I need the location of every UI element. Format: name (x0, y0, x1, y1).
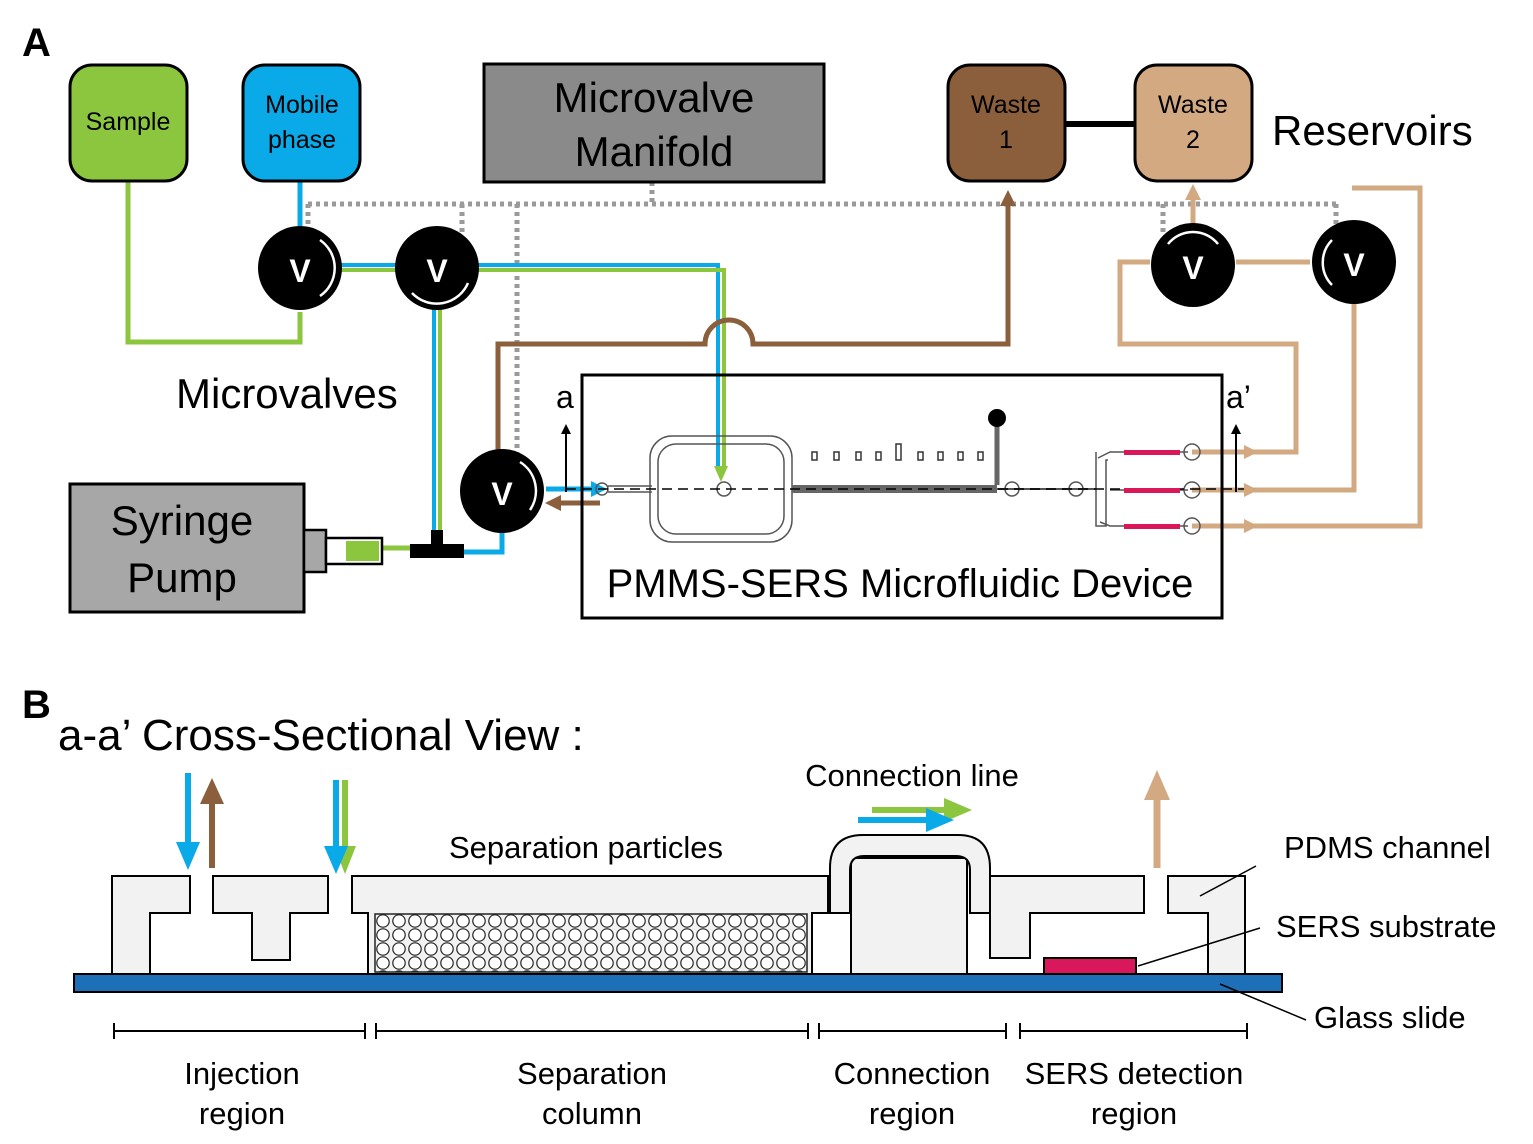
waste1-arrowhead (1000, 190, 1016, 206)
connection-green-arrowhead (944, 798, 972, 822)
pump-label-1: Syringe (111, 497, 253, 544)
tee-connector-stem (431, 530, 443, 548)
waste1-box (946, 63, 1067, 183)
region-sers-1: SERS detection (1025, 1056, 1244, 1091)
outlet-brown-arrowhead (200, 778, 224, 804)
pump-label-2: Pump (127, 554, 237, 601)
waste1-label-2: 1 (999, 126, 1013, 154)
valve-3-letter: V (1182, 250, 1204, 286)
sample-tubing (125, 182, 303, 345)
valve-3: V (1151, 223, 1235, 307)
sample-blue-arrowhead (324, 846, 348, 874)
valve-4-letter: V (1343, 247, 1365, 283)
region-sers-2: region (1091, 1096, 1177, 1131)
separation-particles-label: Separation particles (449, 830, 723, 865)
valve-2: V (395, 226, 479, 310)
syringe-fluid (346, 541, 379, 561)
waste1-tubing (495, 206, 1011, 452)
valve-1-letter: V (289, 253, 311, 289)
mobile-phase-box (241, 63, 362, 183)
cross-section-title: a-a’ Cross-Sectional View : (58, 711, 584, 760)
region-bars (113, 1023, 1248, 1039)
sers-substrate-label: SERS substrate (1276, 909, 1497, 944)
tee-connector-bar (410, 544, 464, 558)
waste2-box (1133, 63, 1254, 183)
device-box (580, 373, 1224, 620)
region-connection-2: region (869, 1096, 955, 1131)
outlet2-arrowhead (1244, 483, 1258, 497)
mark-a: a (556, 379, 574, 415)
waste2-label-1: Waste (1158, 91, 1228, 119)
outlet1-tubing (1117, 259, 1299, 455)
glass-slide (73, 973, 1283, 993)
microvalves-label: Microvalves (176, 370, 398, 417)
manifold-label-1: Microvalve (554, 74, 755, 121)
device-probe-head (988, 409, 1006, 427)
separation-particles-bed (374, 913, 808, 973)
valve-to-device-blue (478, 263, 720, 466)
valve-2-letter: V (426, 253, 448, 289)
glass-slide-label: Glass slide (1314, 1000, 1466, 1035)
panel-b-label: B (22, 683, 51, 727)
connection-blue-arrowhead (926, 808, 954, 832)
manifold-label-2: Manifold (575, 128, 734, 175)
valve-1: V (258, 226, 342, 310)
waste2-arrowhead (1185, 184, 1201, 200)
mobile-phase-label-1: Mobile (265, 91, 339, 119)
region-separation-2: column (542, 1096, 642, 1131)
region-injection-1: Injection (184, 1056, 299, 1091)
inlet-blue-arrowhead (176, 842, 200, 870)
microvalve-manifold-box (482, 62, 826, 184)
mark-a-prime: a’ (1226, 379, 1251, 415)
panel-a-label: A (22, 21, 51, 65)
sers-tan-arrowhead (1144, 770, 1170, 800)
outlet2-tubing (1192, 302, 1357, 493)
region-connection-1: Connection (834, 1056, 991, 1091)
sample-label: Sample (86, 108, 171, 136)
pdms-channel-label: PDMS channel (1284, 830, 1491, 865)
device-ruler-ticks (811, 443, 984, 461)
region-separation-1: Separation (517, 1056, 667, 1091)
inject-brown-arrowhead (545, 495, 561, 511)
sers-substrate (1043, 957, 1137, 975)
sers-pads (1124, 450, 1180, 529)
device-inlet-arrow (714, 466, 728, 482)
valve-injection: V (460, 449, 544, 533)
waste1-label-1: Waste (971, 91, 1041, 119)
mobile-phase-label-2: phase (268, 126, 336, 154)
waste2-label-2: 2 (1186, 126, 1200, 154)
valve-4: V (1312, 220, 1396, 304)
valve-injection-letter: V (491, 476, 513, 512)
reservoirs-label: Reservoirs (1272, 107, 1473, 154)
region-injection-2: region (199, 1096, 285, 1131)
device-label: PMMS-SERS Microfluidic Device (607, 562, 1194, 606)
outlet3-arrowhead (1244, 519, 1258, 533)
manifold-control-lines (305, 182, 1339, 460)
sample-box (68, 63, 189, 183)
connection-line-label: Connection line (805, 758, 1019, 793)
syringe-pump-box (68, 482, 306, 614)
callout-leaders (1137, 865, 1307, 1021)
outlet1-arrowhead (1244, 445, 1258, 459)
valve-to-device-green (478, 268, 726, 466)
syringe-plunger (302, 528, 328, 574)
